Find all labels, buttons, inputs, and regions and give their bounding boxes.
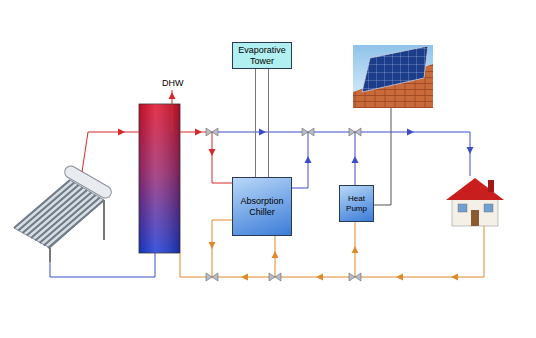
pipe-connector [256,69,269,177]
flow-arrow [118,129,125,136]
valve-symbol [349,128,355,136]
pipes [50,90,484,277]
flow-arrow [467,147,474,154]
flow-arrow [259,129,266,136]
flow-arrow [195,129,202,136]
flow-arrow [209,242,216,249]
flow-arrow [305,156,312,163]
cooling-tower-box: Evaporative Tower [232,42,292,69]
flow-arrow [352,156,359,163]
flow-arrow [316,274,323,281]
pv-panel-photo [353,45,433,108]
valve-symbol [206,273,212,281]
chiller-box: Absorption Chiller [232,177,292,236]
pipe-label: DHW [162,78,184,88]
flow-arrow [241,274,248,281]
node-text: Heat Pump [342,194,371,212]
heat-pump-box: Heat Pump [339,185,374,222]
storage-tank [139,104,180,253]
house-icon [446,178,504,226]
flow-arrow [352,246,359,253]
node-text: Evaporative Tower [235,45,289,66]
flow-arrow [209,149,216,156]
node-text: Absorption Chiller [235,196,289,217]
flow-arrow [407,129,414,136]
valve-symbol [302,128,308,136]
flow-arrow [396,274,403,281]
valve-symbol [269,273,275,281]
flow-arrow [451,274,458,281]
valve-symbol [206,128,212,136]
flow-arrow [169,92,176,99]
valve-symbol [349,273,355,281]
solar-collector [14,164,114,262]
flow-arrow [272,251,279,258]
